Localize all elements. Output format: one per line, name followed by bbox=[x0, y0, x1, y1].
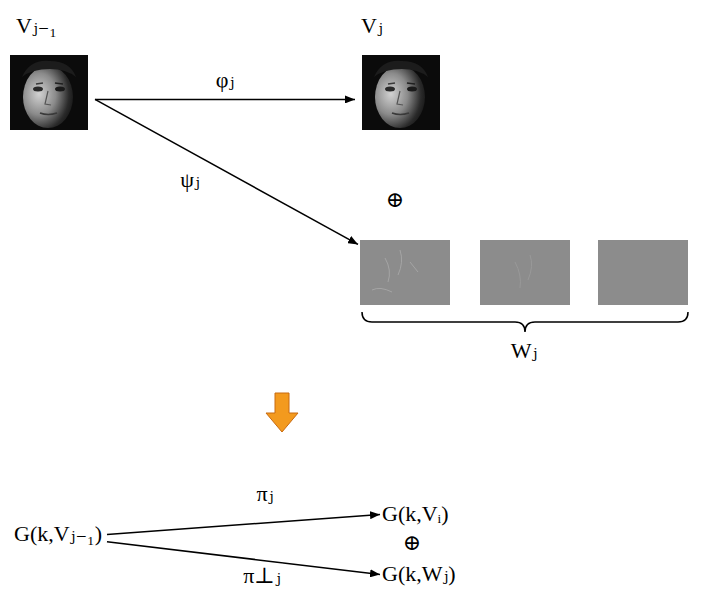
node-label: Vⱼ bbox=[361, 14, 383, 38]
arrow-connector bbox=[95, 99, 355, 101]
detail-texture bbox=[515, 255, 532, 288]
edge-label: π⊥ⱼ bbox=[241, 564, 283, 588]
arrow-connector bbox=[107, 515, 380, 535]
face-image bbox=[362, 55, 440, 130]
node-box: Wⱼ bbox=[358, 238, 690, 366]
edge-label: φⱼ bbox=[214, 68, 237, 92]
direct-sum-symbol: ⊕ bbox=[401, 531, 423, 555]
edge-label: ψⱼ bbox=[178, 168, 202, 192]
node-box: G(k,Vⱼ₋₁) bbox=[12, 520, 107, 549]
node-box: Vⱼ₋₁ bbox=[10, 8, 95, 135]
node-label: G(k,Vᵢ) bbox=[382, 502, 449, 526]
brace bbox=[362, 312, 688, 332]
edge-label: πⱼ bbox=[255, 482, 276, 506]
detail-images bbox=[360, 240, 688, 305]
node-box: G(k,Vᵢ) bbox=[380, 500, 453, 529]
node-label: Vⱼ₋₁ bbox=[16, 14, 57, 38]
node-box: G(k,Wⱼ) bbox=[380, 560, 460, 589]
detail-image bbox=[598, 240, 688, 305]
node-label: G(k,Vⱼ₋₁) bbox=[14, 522, 102, 546]
direct-sum-symbol: ⊕ bbox=[384, 188, 406, 212]
detail-texture bbox=[372, 250, 418, 292]
face-image bbox=[10, 55, 88, 130]
arrow-connector bbox=[95, 99, 358, 244]
node-box: Vⱼ bbox=[355, 8, 445, 135]
down-arrow bbox=[266, 393, 298, 432]
node-label: G(k,Wⱼ) bbox=[382, 562, 456, 586]
node-label: Wⱼ bbox=[511, 339, 538, 363]
detail-image bbox=[480, 240, 570, 305]
detail-image bbox=[360, 240, 450, 305]
